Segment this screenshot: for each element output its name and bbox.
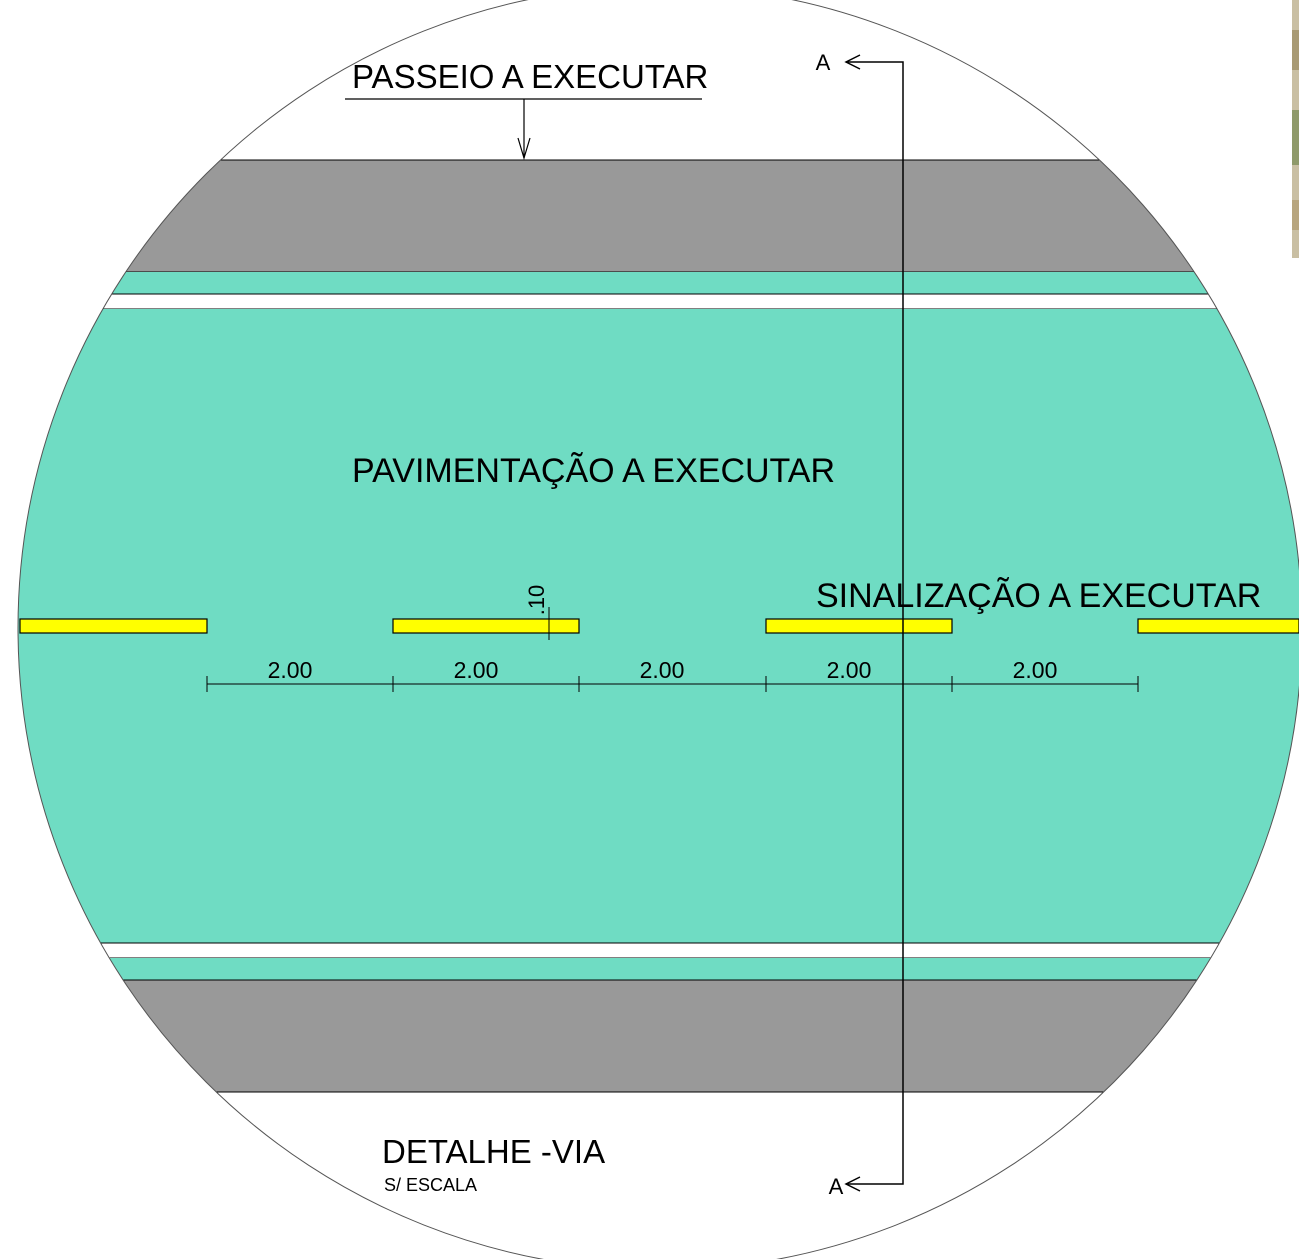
- dimension-label: 2.00: [1013, 657, 1058, 683]
- sidewalk-label: PASSEIO A EXECUTAR: [352, 58, 708, 95]
- section-arrow-bottom: [844, 1176, 861, 1192]
- detail-circle-content: [18, 159, 1299, 1093]
- sidewalk-callout: PASSEIO A EXECUTAR: [345, 58, 708, 161]
- photo-thumbnail: [1292, 0, 1299, 258]
- detail-scale: S/ ESCALA: [384, 1175, 477, 1195]
- center-stripe: [392, 618, 580, 634]
- sidewalk-bottom: [18, 979, 1299, 1093]
- center-stripe: [19, 618, 208, 634]
- dimension-label: 2.00: [640, 657, 685, 683]
- section-cut-line: A A: [816, 50, 904, 1199]
- stripe-width-label: .10: [524, 585, 549, 616]
- signage-label: SINALIZAÇÃO A EXECUTAR: [816, 577, 1261, 615]
- dimension-label: 2.00: [268, 657, 313, 683]
- leader-arrow: [517, 137, 531, 161]
- pavement-top-strip: [18, 272, 1299, 294]
- curb-bottom: [18, 942, 1299, 959]
- dimension-label: 2.00: [827, 657, 872, 683]
- center-stripe: [765, 618, 953, 634]
- dimension-label: 2.00: [454, 657, 499, 683]
- curb-top: [18, 293, 1299, 310]
- section-label-bottom: A: [829, 1174, 844, 1199]
- stripe-width-dimension: .10: [524, 585, 554, 640]
- pavement-bottom-strip: [18, 958, 1299, 980]
- detail-circle-outline: [17, 0, 1299, 1259]
- pavement-main: [18, 309, 1299, 943]
- section-arrow-top: [844, 54, 861, 70]
- detail-title: DETALHE -VIA: [382, 1133, 605, 1170]
- center-stripe: [1137, 618, 1299, 634]
- spacing-dimension-line: 2.00 2.00 2.00 2.00 2.00: [206, 657, 1139, 692]
- paving-label: PAVIMENTAÇÃO A EXECUTAR: [352, 452, 835, 490]
- sidewalk-top: [18, 159, 1299, 273]
- section-label-top: A: [816, 50, 831, 75]
